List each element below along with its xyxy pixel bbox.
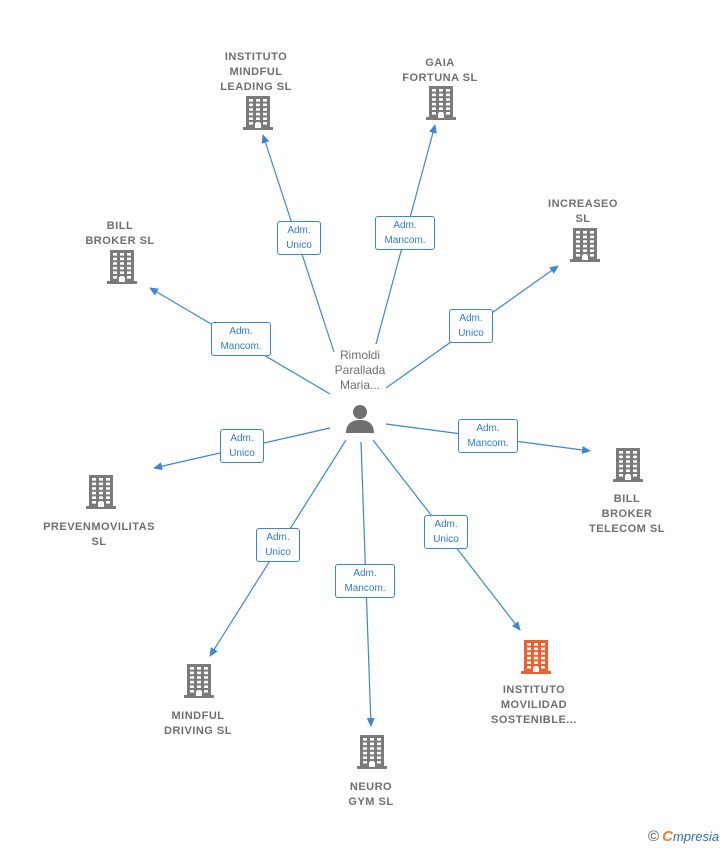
- label-line: BROKER SL: [85, 235, 155, 247]
- label-line: MINDFUL: [229, 66, 283, 78]
- company-label-mindful-driving[interactable]: MINDFUL DRIVING SL: [123, 709, 273, 739]
- edge-label-mindful-driving[interactable]: Adm. Unico: [256, 528, 300, 562]
- building-icon[interactable]: [242, 94, 274, 130]
- edge-label-instituto-mindful[interactable]: Adm. Unico: [277, 221, 321, 255]
- label-line: Adm.: [459, 313, 483, 324]
- label-line: BILL: [613, 493, 641, 505]
- label-line: Unico: [458, 328, 484, 339]
- label-line: Mancom.: [344, 583, 386, 594]
- edge-label-increaseo[interactable]: Adm. Unico: [449, 309, 493, 343]
- label-line: Adm.: [287, 225, 311, 236]
- company-label-gaia-fortuna[interactable]: GAIA FORTUNA SL: [365, 56, 515, 86]
- label-line: Mancom.: [384, 235, 426, 246]
- label-line: Adm.: [434, 519, 458, 530]
- company-label-increaseo[interactable]: INCREASEO SL: [508, 197, 658, 227]
- building-icon[interactable]: [183, 662, 215, 698]
- edge-label-instituto-movilidad[interactable]: Adm. Unico: [424, 515, 468, 549]
- brand-name: mpresia: [672, 829, 720, 844]
- company-label-bill-broker-telecom[interactable]: BILL BROKER TELECOM SL: [552, 492, 702, 537]
- label-line: Adm.: [229, 326, 253, 337]
- label-line: Mancom.: [467, 438, 509, 449]
- label-line: Unico: [229, 448, 255, 459]
- label-line: DRIVING SL: [164, 725, 232, 737]
- label-line: Adm.: [230, 433, 254, 444]
- company-label-instituto-mindful[interactable]: INSTITUTO MINDFUL LEADING SL: [181, 50, 331, 95]
- building-icon[interactable]: [612, 446, 644, 482]
- label-line: LEADING SL: [220, 81, 292, 93]
- label-line: INCREASEO: [548, 198, 618, 210]
- label-line: SOSTENIBLE...: [491, 714, 577, 726]
- label-line: Unico: [286, 240, 312, 251]
- label-line: TELECOM SL: [589, 523, 665, 535]
- label-line: Unico: [265, 547, 291, 558]
- building-icon[interactable]: [106, 248, 138, 284]
- building-icon[interactable]: [425, 84, 457, 120]
- copyright-symbol: ©: [648, 828, 660, 845]
- label-line: GAIA: [425, 57, 455, 69]
- label-line: Maria...: [339, 378, 380, 392]
- label-line: MINDFUL: [171, 710, 225, 722]
- label-line: SL: [575, 213, 591, 225]
- label-line: NEURO: [349, 781, 393, 793]
- label-line: FORTUNA SL: [402, 72, 478, 84]
- building-icon[interactable]: [520, 638, 552, 674]
- label-line: Mancom.: [220, 341, 262, 352]
- label-line: MOVILIDAD: [500, 699, 568, 711]
- company-label-prevenmovilitas[interactable]: PREVENMOVILITAS SL: [24, 520, 174, 550]
- label-line: GYM SL: [348, 796, 394, 808]
- label-line: Rimoldi: [339, 348, 380, 362]
- edge-label-prevenmovilitas[interactable]: Adm. Unico: [220, 429, 264, 463]
- label-line: INSTITUTO: [224, 51, 288, 63]
- company-label-neuro-gym[interactable]: NEURO GYM SL: [296, 780, 446, 810]
- edge-label-bill-broker-telecom[interactable]: Adm. Mancom.: [458, 419, 518, 453]
- edge-label-bill-broker[interactable]: Adm. Mancom.: [211, 322, 271, 356]
- label-line: Parallada: [334, 363, 386, 377]
- company-label-bill-broker[interactable]: BILL BROKER SL: [45, 219, 195, 249]
- label-line: BILL: [106, 220, 134, 232]
- label-line: Unico: [433, 534, 459, 545]
- label-line: INSTITUTO: [502, 684, 566, 696]
- brand-footer: ©Cmpresia: [648, 828, 719, 845]
- label-line: BROKER: [601, 508, 653, 520]
- label-line: Adm.: [393, 220, 417, 231]
- label-line: Adm.: [476, 423, 500, 434]
- building-icon[interactable]: [569, 226, 601, 262]
- person-icon[interactable]: [344, 402, 376, 434]
- label-line: PREVENMOVILITAS: [43, 521, 155, 533]
- edge-label-neuro-gym[interactable]: Adm. Mancom.: [335, 564, 395, 598]
- company-label-instituto-movilidad[interactable]: INSTITUTO MOVILIDAD SOSTENIBLE...: [459, 683, 609, 728]
- building-icon[interactable]: [356, 733, 388, 769]
- brand-initial: C: [662, 828, 673, 845]
- label-line: Adm.: [266, 532, 290, 543]
- label-line: Adm.: [353, 568, 377, 579]
- building-icon[interactable]: [85, 473, 117, 509]
- edge-label-gaia-fortuna[interactable]: Adm. Mancom.: [375, 216, 435, 250]
- label-line: SL: [91, 536, 107, 548]
